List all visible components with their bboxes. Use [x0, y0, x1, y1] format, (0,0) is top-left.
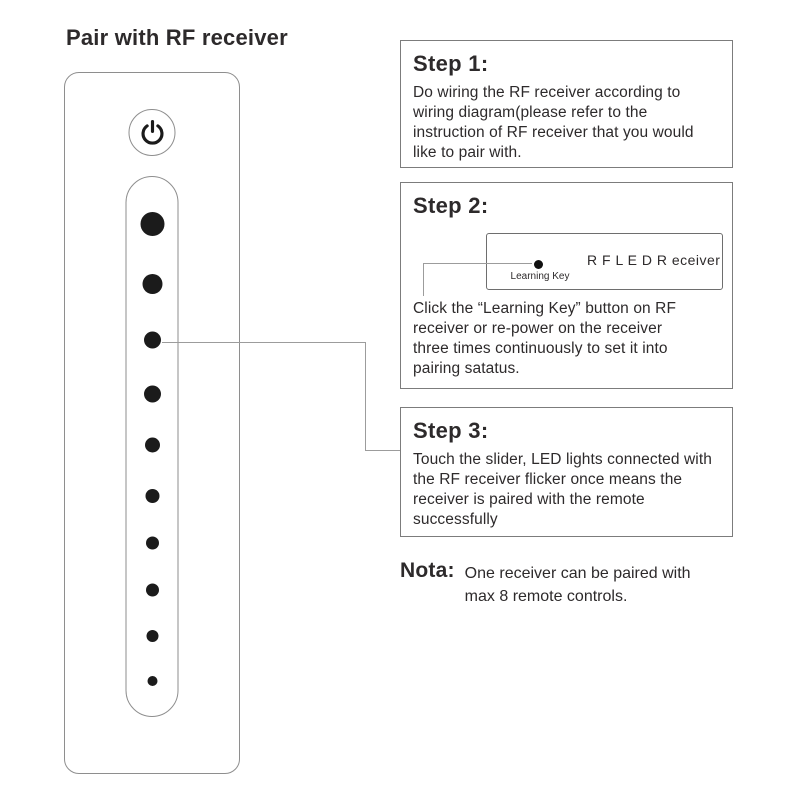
slider-dot [143, 385, 161, 403]
note-body: One receiver can be paired with max 8 re… [464, 565, 691, 605]
touch-slider [125, 176, 179, 717]
step-3-body: Touch the slider, LED lights connected w… [413, 451, 712, 528]
remote-control-illustration [64, 72, 240, 774]
step-2-heading: Step 2: [413, 193, 489, 218]
slider-dot [147, 676, 157, 686]
learning-key-label: Learning Key [510, 271, 570, 282]
slider-dot [144, 437, 160, 453]
step-1-box: Step 1: Do wiring the RF receiver accord… [400, 40, 733, 168]
slider-dot [142, 274, 162, 294]
rf-receiver-diagram: Learning Key R F L E D R eceiver [486, 233, 723, 290]
note: Nota: One receiver can be paired with ma… [400, 559, 691, 608]
step-2-body: Click the “Learning Key” button on RF re… [413, 300, 677, 377]
step-3-box: Step 3: Touch the slider, LED lights con… [400, 407, 733, 537]
leader-line-learningkey-h [423, 263, 532, 264]
power-icon [138, 119, 166, 147]
slider-dot [145, 536, 159, 550]
rf-receiver-label: R F L E D R eceiver [587, 252, 721, 268]
step-2-box: Step 2: Learning Key R F L E D R eceiver… [400, 182, 733, 389]
leader-line-learningkey-v [423, 263, 424, 296]
slider-dot [145, 489, 159, 503]
slider-dot [146, 630, 158, 642]
learning-key-dot [534, 260, 543, 269]
power-button [128, 109, 176, 156]
slider-dot [145, 583, 159, 597]
page-title: Pair with RF receiver [66, 25, 288, 50]
leader-line-slider-h1 [162, 342, 365, 343]
slider-dot [143, 331, 161, 349]
slider-dot [140, 212, 164, 236]
step-1-body: Do wiring the RF receiver according to w… [413, 84, 694, 161]
leader-line-slider-v [365, 342, 366, 451]
step-3-heading: Step 3: [413, 418, 489, 443]
step-1-heading: Step 1: [413, 51, 489, 76]
leader-line-slider-h2 [365, 450, 400, 451]
note-label: Nota: [400, 559, 455, 582]
